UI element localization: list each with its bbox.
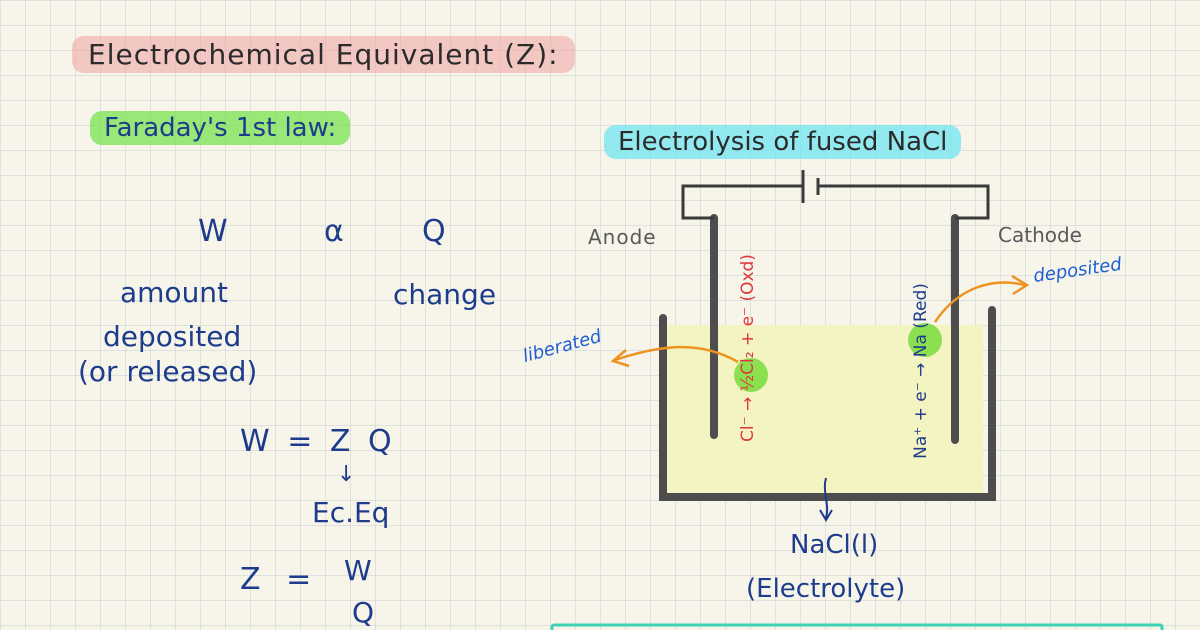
proportion-w: W [198,214,228,249]
released-label: (or released) [78,355,258,388]
subheading: Faraday's 1st law: [90,111,351,145]
proportion-q: Q [422,214,446,249]
amount-label: amount [120,276,229,309]
cathode-reaction: Na⁺ + e⁻ → Na (Red) [911,283,931,459]
cl2-highlight [734,358,768,392]
electrolyte-formula: NaCl(l) [790,530,879,560]
liberated-arrow [614,345,739,364]
fraction-denominator: Q [352,596,375,629]
z-lhs: Z = [240,562,320,597]
container [659,306,996,501]
proportion-symbol: α [324,214,344,249]
deposited-arrow [933,281,1026,323]
ec-eq-label: Ec.Eq [312,496,390,529]
note-box [550,623,1164,630]
electrolyte-pointer [823,477,829,519]
equation-main: W = Z Q [240,424,396,459]
circuit-wire [681,184,990,220]
anode-reaction: Cl⁻ → ½Cl₂ + e⁻ (Oxd) [738,254,758,442]
charge-label: change [393,278,497,311]
cathode-label: Cathode [998,223,1082,247]
equation-arrow: ↓ [337,462,356,487]
na-highlight [908,323,942,357]
page-title: Electrochemical Equivalent (Z): [72,36,575,73]
fraction-numerator: W [344,554,372,587]
diagram-title: Electrolysis of fused NaCl [604,125,962,159]
electrolyte-label: (Electrolyte) [746,574,906,604]
deposited-label: deposited [103,320,242,353]
anode-label: Anode [588,225,657,249]
